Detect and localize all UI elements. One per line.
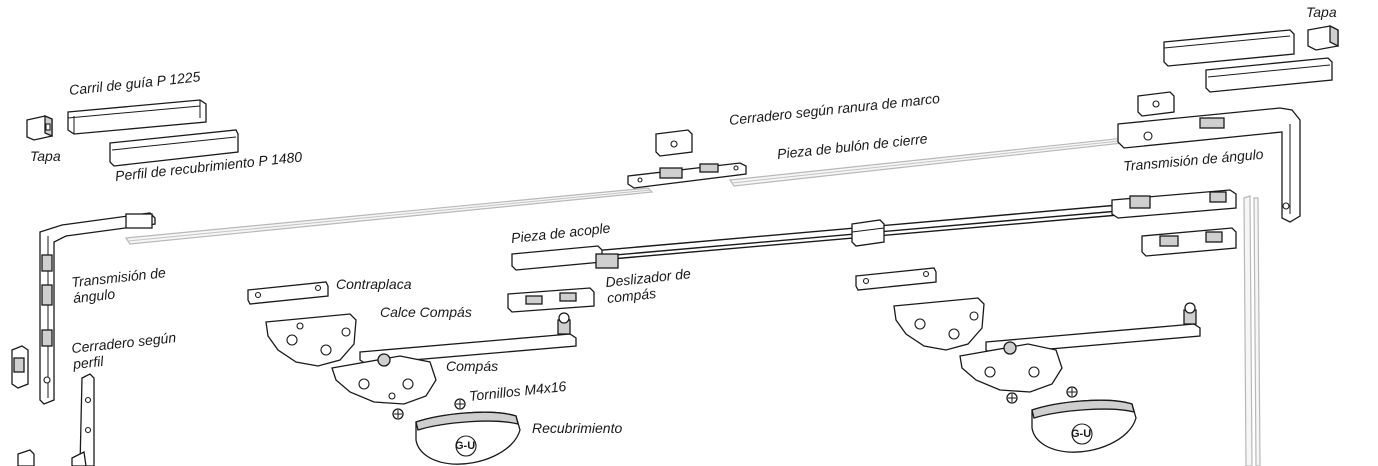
recubrimiento-right-part xyxy=(1031,399,1137,453)
tornillos-left-part xyxy=(392,398,466,420)
contraplaca-right-part xyxy=(855,267,937,291)
calce-compas-right-part xyxy=(893,297,985,351)
label-recubrimiento: Recubrimiento xyxy=(532,420,623,436)
transmision-angulo-left-part xyxy=(39,212,156,405)
label-contraplaca: Contraplaca xyxy=(336,276,412,292)
long-rail-left xyxy=(124,187,654,245)
cerradero-ranura-part xyxy=(655,129,693,157)
label-calce-compas: Calce Compás xyxy=(380,304,472,320)
cerradero-right-part xyxy=(1137,91,1175,117)
transmision-angulo-right-part xyxy=(1117,107,1301,223)
calce-compas-left-part xyxy=(265,313,357,367)
pieza-acople-part xyxy=(511,245,619,271)
perfil-recubrimiento-right-part xyxy=(1205,57,1333,93)
compas-left-part xyxy=(331,312,577,405)
carril-guia-right-part xyxy=(1163,29,1295,67)
label-tapa-left: Tapa xyxy=(30,148,61,164)
carril-guia-left-part xyxy=(67,99,207,135)
tapa-right-part xyxy=(1307,24,1339,51)
label-tapa-right: Tapa xyxy=(1306,4,1337,20)
pieza-bulon-part xyxy=(627,162,747,189)
center-coupler-part xyxy=(851,219,885,247)
tornillos-right-part xyxy=(1006,386,1078,404)
contraplaca-left-part xyxy=(247,281,329,305)
tapa-left-part xyxy=(26,115,53,141)
vertical-rail-right xyxy=(1243,195,1261,466)
label-compas: Compás xyxy=(446,358,499,374)
perfil-recubrimiento-left-part xyxy=(109,129,239,167)
left-lower-strip xyxy=(17,373,95,466)
right-slider-part xyxy=(1141,227,1237,257)
gu-logo-right: G-U xyxy=(1071,428,1092,440)
gu-logo-left: G-U xyxy=(455,440,476,452)
compas-right-part xyxy=(959,302,1201,393)
deslizador-part xyxy=(507,287,595,313)
cerradero-perfil-left-part xyxy=(11,345,29,389)
transmision-angulo-right-rodpart xyxy=(1111,189,1237,219)
recubrimiento-left-part xyxy=(415,411,521,465)
